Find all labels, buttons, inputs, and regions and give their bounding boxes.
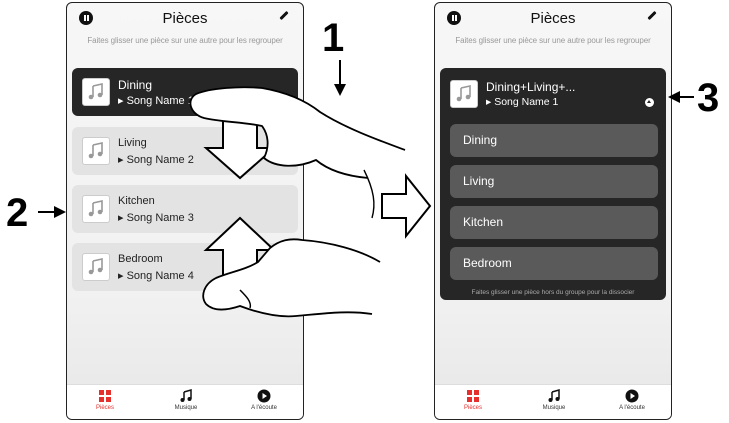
member-label: Kitchen <box>463 215 504 229</box>
callout-number-1: 1 <box>322 16 345 60</box>
group-hint-text: Faites glisser une pièce sur une autre p… <box>87 36 283 45</box>
room-name: Living <box>118 137 147 149</box>
header: Pièces <box>435 3 671 33</box>
room-card-kitchen[interactable]: Kitchen ▸ Song Name 3 <box>72 185 298 233</box>
group-member-dining[interactable]: Dining <box>450 124 658 157</box>
tab-label: Pièces <box>95 405 114 411</box>
tab-label: Musique <box>174 405 198 411</box>
music-note-icon <box>82 137 110 165</box>
hand-top-icon <box>189 86 406 179</box>
play-circle-icon <box>625 389 639 403</box>
tab-label: Pièces <box>463 405 482 411</box>
room-song: ▸ Song Name 3 <box>118 212 194 224</box>
member-label: Living <box>463 174 495 188</box>
group-member-kitchen[interactable]: Kitchen <box>450 206 658 239</box>
rooms-grid-icon <box>467 390 479 402</box>
room-name: Kitchen <box>118 195 155 207</box>
ungroup-hint-text: Faites glisser une pièce hors du groupe … <box>471 289 635 296</box>
group-name: Dining+Living+... <box>486 80 576 94</box>
music-note-icon <box>548 389 560 402</box>
page-title: Pièces <box>530 10 576 27</box>
tab-label: Musique <box>542 405 566 411</box>
room-group-card[interactable]: Dining+Living+... ▸ Song Name 1 Dining L… <box>440 68 666 300</box>
music-note-icon <box>450 80 478 108</box>
music-note-icon <box>180 389 192 402</box>
group-hint-text: Faites glisser une pièce sur une autre p… <box>455 36 651 45</box>
music-note-icon <box>82 195 110 223</box>
phone-screen-grouped: Pièces Faites glisser une pièce sur une … <box>434 2 672 420</box>
tab-now-playing[interactable]: A l'écoute <box>229 389 299 411</box>
music-note-icon <box>82 253 110 281</box>
tab-label: A l'écoute <box>251 405 277 411</box>
play-circle-icon <box>257 389 271 403</box>
callout-number-3: 3 <box>697 76 720 120</box>
transition-right-arrow-icon <box>381 173 432 239</box>
hand-bottom-icon <box>202 238 381 318</box>
music-note-icon <box>82 78 110 106</box>
room-name: Dining <box>118 78 153 92</box>
tab-music[interactable]: Musique <box>151 389 221 411</box>
tab-bar: Pièces Musique A l'écoute <box>435 384 671 419</box>
room-song: ▸ Song Name 2 <box>118 154 194 166</box>
room-name: Bedroom <box>118 253 163 265</box>
header: Pièces <box>67 3 303 33</box>
tab-rooms[interactable]: Pièces <box>438 389 508 411</box>
power-icon[interactable] <box>447 11 461 25</box>
callout-1-arrow-icon <box>334 60 346 96</box>
group-member-bedroom[interactable]: Bedroom <box>450 247 658 280</box>
swipe-curve <box>363 169 375 219</box>
member-label: Dining <box>463 133 498 147</box>
room-song: ▸ Song Name 1 <box>118 95 194 107</box>
room-song: ▸ Song Name 4 <box>118 270 194 282</box>
group-song: ▸ Song Name 1 <box>486 96 559 108</box>
tab-music[interactable]: Musique <box>519 389 589 411</box>
tab-label: A l'écoute <box>619 405 645 411</box>
member-label: Bedroom <box>463 256 512 270</box>
tab-bar: Pièces Musique A l'écoute <box>67 384 303 419</box>
rooms-grid-icon <box>99 390 111 402</box>
callout-number-2: 2 <box>6 191 29 235</box>
tab-now-playing[interactable]: A l'écoute <box>597 389 667 411</box>
tab-rooms[interactable]: Pièces <box>70 389 140 411</box>
power-icon[interactable] <box>79 11 93 25</box>
page-title: Pièces <box>162 10 208 27</box>
callout-2-arrow-icon <box>38 206 66 218</box>
group-member-living[interactable]: Living <box>450 165 658 198</box>
callout-3-arrow-icon <box>668 91 694 103</box>
collapse-icon[interactable] <box>645 98 654 107</box>
